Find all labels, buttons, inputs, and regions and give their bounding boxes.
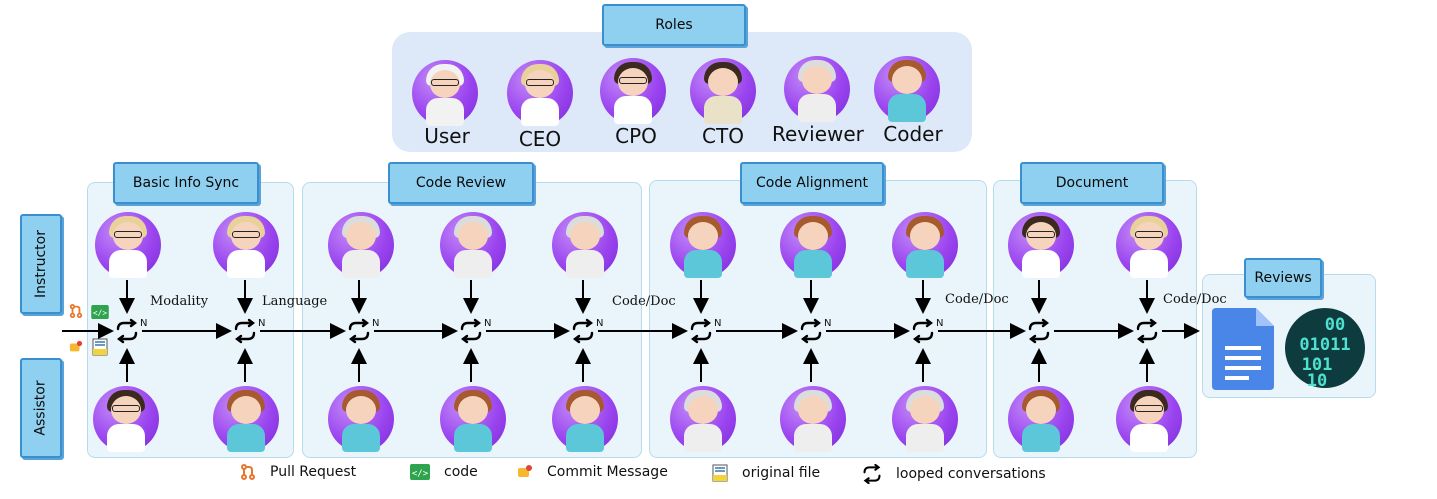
svg-text:</>: </> — [412, 469, 429, 479]
assistor-tag: Assistor — [20, 358, 62, 458]
instructor-avatar-2 — [213, 212, 279, 278]
legend-looped-conversations: looped conversations — [862, 464, 1046, 484]
assistor-avatar-4 — [440, 386, 506, 452]
loop-count-4: N — [484, 318, 492, 329]
step-label-code-doc-3: Code/Doc — [1163, 292, 1227, 307]
legend-pull-request: Pull Request — [240, 464, 356, 480]
loop-count-7: N — [824, 318, 832, 329]
code-icon: </> — [91, 305, 109, 319]
original-file-icon — [92, 338, 108, 356]
assistor-avatar-7 — [780, 386, 846, 452]
svg-text:00: 00 — [1325, 315, 1345, 335]
instructor-avatar-8 — [892, 212, 958, 278]
phase-tag-code-review: Code Review — [388, 162, 534, 204]
loop-icons — [116, 318, 1158, 344]
user-avatar — [412, 60, 478, 126]
vertical-arrows — [119, 280, 1155, 382]
phase-tag-basic-info-sync: Basic Info Sync — [113, 162, 259, 204]
assistor-avatar-3 — [328, 386, 394, 452]
legend-code-icon: </> — [410, 464, 430, 480]
assistor-avatar-2 — [213, 386, 279, 452]
loop-count-8: N — [936, 318, 944, 329]
coder-avatar — [874, 56, 940, 122]
pull-request-icon — [69, 304, 83, 318]
document-icon — [1212, 308, 1274, 390]
svg-text:01011: 01011 — [1299, 335, 1350, 355]
assistor-avatar-1 — [93, 386, 159, 452]
instructor-avatar-1 — [95, 212, 161, 278]
legend-commit-message-label: Commit Message — [547, 464, 668, 480]
loop-count-6: N — [714, 318, 722, 329]
role-label-user: User — [424, 124, 470, 148]
commit-message-icon — [69, 340, 83, 352]
step-label-code-doc-1: Code/Doc — [612, 294, 676, 309]
legend-looped-conversations-label: looped conversations — [896, 466, 1046, 482]
legend-code: </> code — [410, 464, 478, 480]
assistor-avatar-10 — [1116, 386, 1182, 452]
instructor-avatar-9 — [1008, 212, 1074, 278]
instructor-avatar-5 — [552, 212, 618, 278]
reviewer-avatar — [784, 56, 850, 122]
roles-title-tag: Roles — [602, 4, 746, 46]
legend-pull-request-label: Pull Request — [270, 464, 357, 480]
loop-count-1: N — [140, 318, 148, 329]
legend-loop-icon — [863, 464, 881, 484]
role-label-cto: CTO — [702, 124, 744, 148]
loop-count-2: N — [258, 318, 266, 329]
step-label-modality: Modality — [150, 294, 209, 309]
role-label-coder: Coder — [883, 122, 943, 146]
svg-text:10: 10 — [1307, 371, 1327, 388]
instructor-avatar-6 — [670, 212, 736, 278]
binary-code-icon: 00 01011 101 10 — [1285, 308, 1365, 388]
legend-original-file-icon — [712, 464, 728, 482]
cpo-avatar — [600, 58, 666, 124]
cto-avatar — [690, 58, 756, 124]
legend-original-file-label: original file — [742, 465, 821, 481]
legend-original-file: original file — [712, 464, 820, 482]
legend-commit-message-icon — [518, 465, 532, 477]
assistor-avatar-9 — [1008, 386, 1074, 452]
role-label-ceo: CEO — [518, 127, 562, 151]
role-label-cpo: CPO — [615, 124, 657, 148]
step-label-language: Language — [262, 294, 328, 309]
instructor-avatar-3 — [328, 212, 394, 278]
loop-count-5: N — [596, 318, 604, 329]
legend-pull-request-icon — [241, 464, 255, 480]
reviews-tag: Reviews — [1244, 258, 1322, 298]
loop-count-3: N — [372, 318, 380, 329]
instructor-tag: Instructor — [20, 214, 62, 314]
svg-text:</>: </> — [93, 309, 107, 318]
role-label-reviewer: Reviewer — [772, 122, 864, 146]
roles-title: Roles — [655, 17, 693, 33]
legend-code-label: code — [444, 464, 478, 480]
phase-tag-document: Document — [1020, 162, 1164, 204]
instructor-avatar-4 — [440, 212, 506, 278]
legend-commit-message: Commit Message — [517, 464, 668, 480]
assistor-avatar-6 — [670, 386, 736, 452]
ceo-avatar — [507, 60, 573, 126]
phase-tag-code-alignment: Code Alignment — [740, 162, 884, 204]
assistor-avatar-5 — [552, 386, 618, 452]
svg-text:101: 101 — [1302, 355, 1333, 375]
step-label-code-doc-2: Code/Doc — [945, 292, 1009, 307]
instructor-avatar-7 — [780, 212, 846, 278]
instructor-avatar-10 — [1116, 212, 1182, 278]
assistor-avatar-8 — [892, 386, 958, 452]
